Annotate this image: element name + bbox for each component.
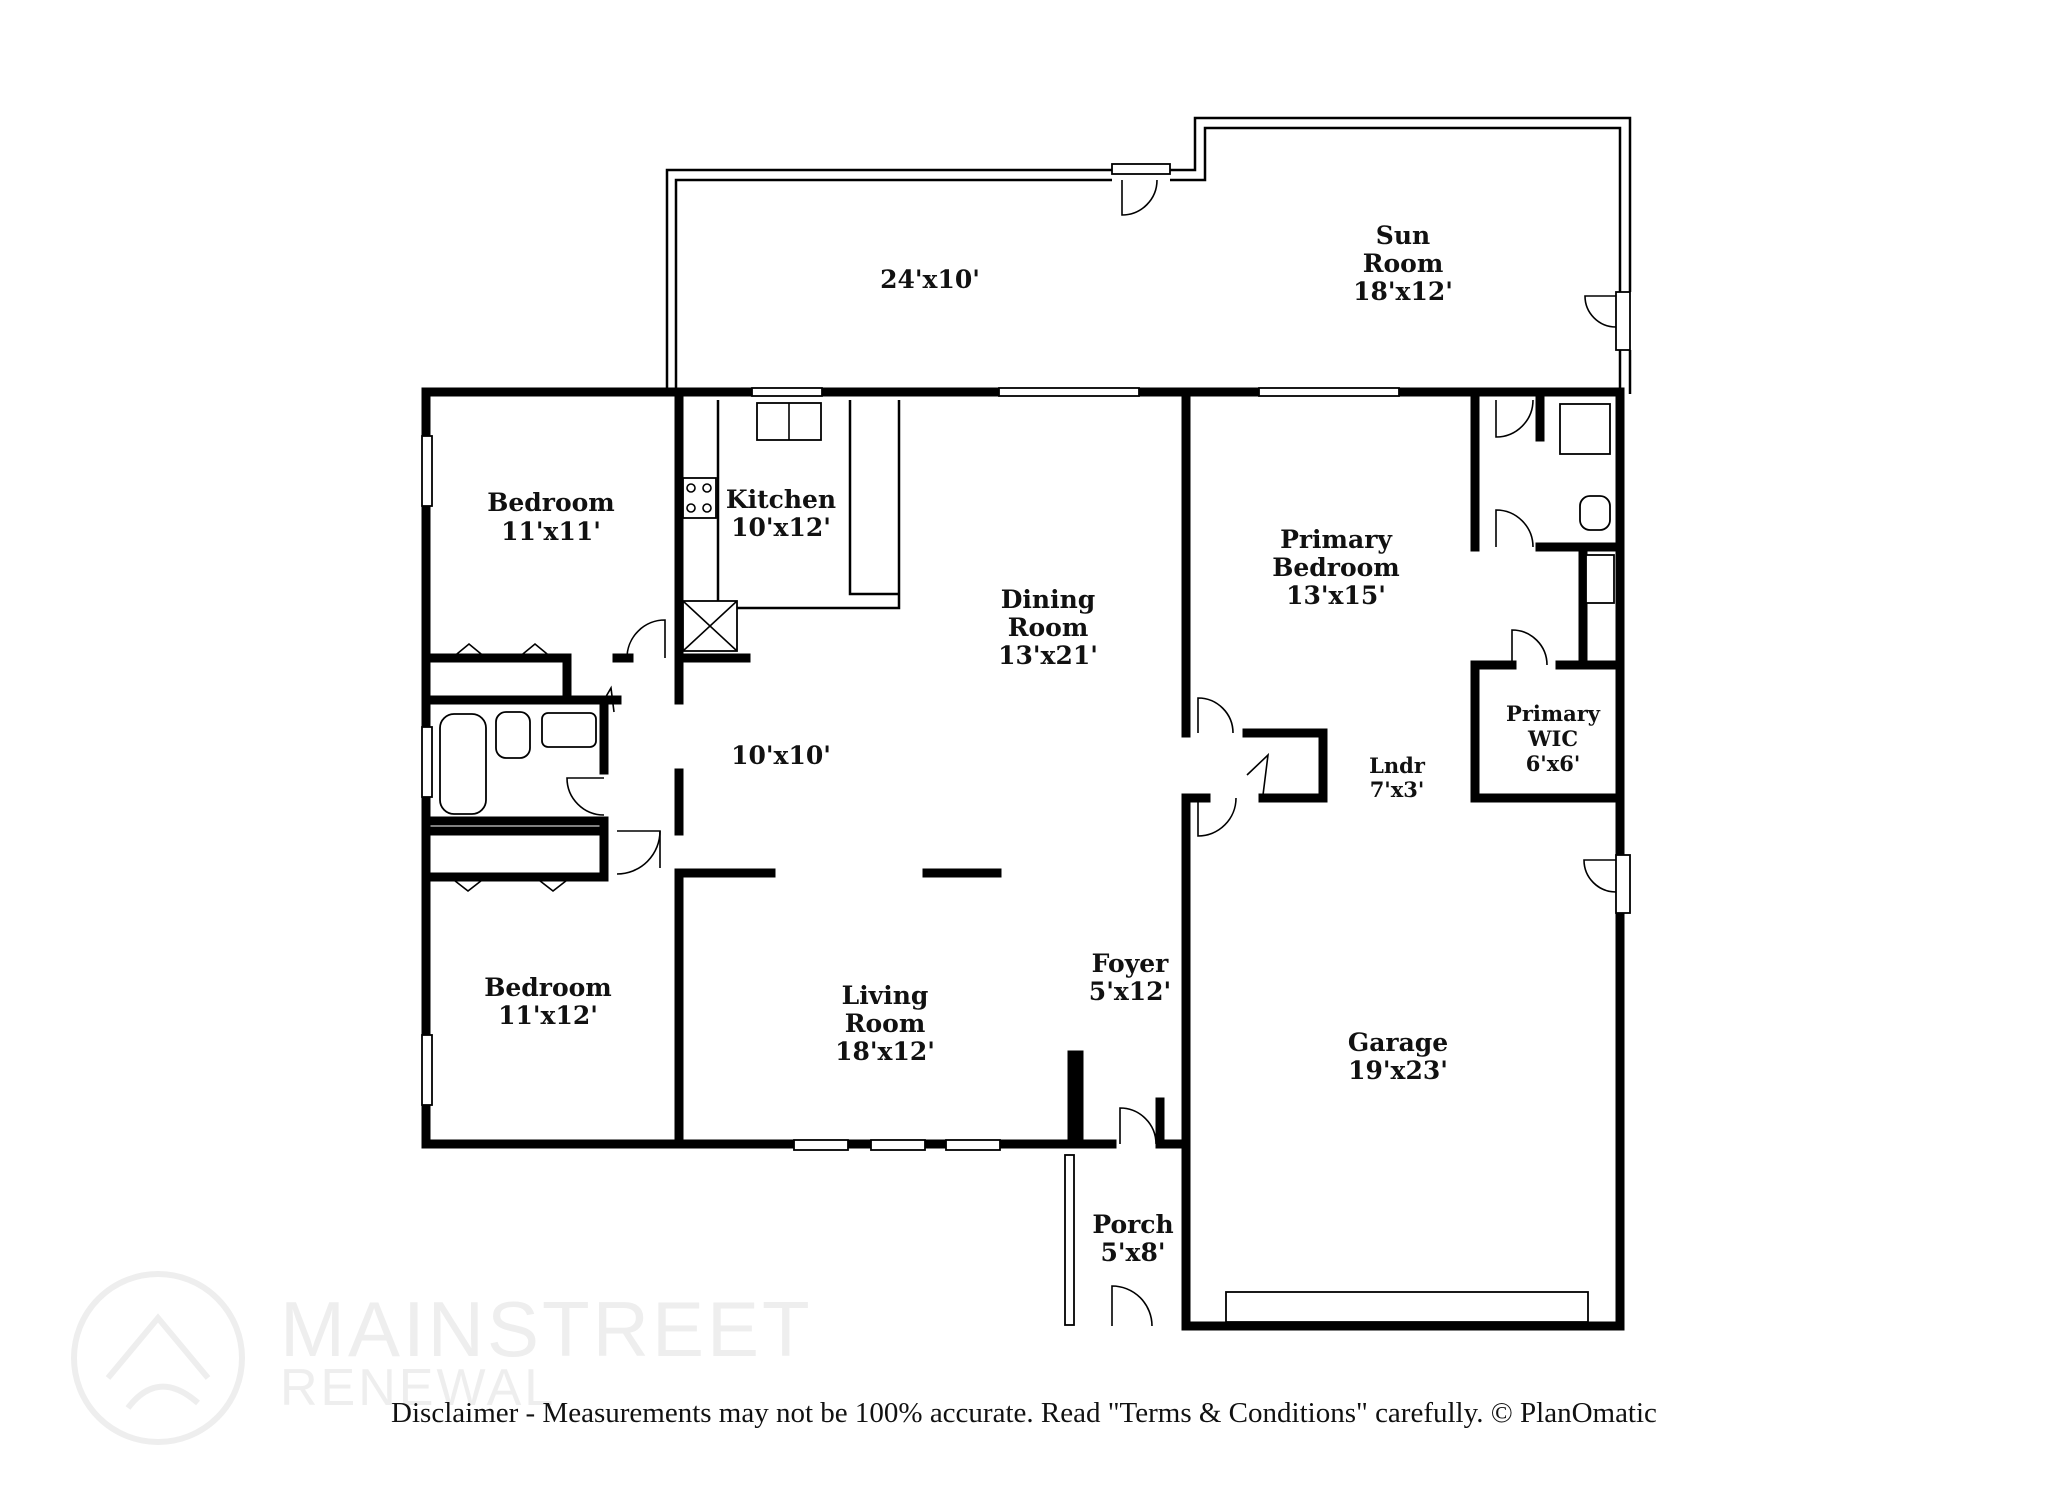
kitchen-name: Kitchen [726,485,836,514]
living-room-name-1: Living [842,981,929,1010]
garage-dims: 19'x23' [1348,1056,1448,1085]
kitchen-dims: 10'x12' [731,513,831,542]
laundry-dims: 7'x3' [1370,777,1425,802]
primary-wic-name-1: Primary [1506,701,1601,726]
primary-bedroom-dims: 13'x15' [1286,581,1386,610]
bath-fixtures [439,403,1615,815]
dining-room-name-2: Room [1008,613,1089,642]
watermark-logo-icon [71,1271,245,1445]
kitchen-fixtures [682,400,901,652]
sun-room-name-1: Sun [1376,221,1430,250]
bedroom-2-dims: 11'x12' [498,1001,598,1030]
dining-room-name-1: Dining [1001,585,1096,614]
door-swings [566,179,1617,1327]
hall-dims: 10'x10' [731,741,831,770]
sunroom-outline [665,116,1632,394]
garage-name: Garage [1348,1028,1448,1057]
porch-name: Porch [1092,1210,1173,1239]
primary-wic-name-2: WIC [1527,726,1578,751]
primary-bedroom-name-2: Bedroom [1272,553,1400,582]
dining-room-dims: 13'x21' [998,641,1098,670]
living-room-name-2: Room [845,1009,926,1038]
foyer-dims: 5'x12' [1089,977,1171,1006]
bedroom-1-name: Bedroom [487,488,615,517]
room-labels: 24'x10' Sun Room 18'x12' Bedroom 11'x11'… [484,221,1601,1267]
foyer-name: Foyer [1092,949,1169,978]
deck-dims: 24'x10' [880,265,980,294]
watermark: MAINSTREET RENEWAL [280,1290,813,1414]
closet-doors [449,642,1270,893]
watermark-line-2: RENEWAL [280,1359,557,1417]
walls [421,387,1625,1331]
primary-bedroom-name-1: Primary [1280,525,1393,554]
sun-room-dims: 18'x12' [1353,277,1453,306]
sun-room-name-2: Room [1363,249,1444,278]
disclaimer-text: Disclaimer - Measurements may not be 100… [391,1397,1657,1429]
bedroom-2-name: Bedroom [484,973,612,1002]
porch-dims: 5'x8' [1100,1238,1165,1267]
bedroom-1-dims: 11'x11' [501,517,601,546]
laundry-name: Lndr [1369,753,1426,778]
primary-wic-dims: 6'x6' [1526,751,1581,776]
windows [421,291,1631,1326]
living-room-dims: 18'x12' [835,1037,935,1066]
watermark-line-1: MAINSTREET [280,1285,813,1373]
